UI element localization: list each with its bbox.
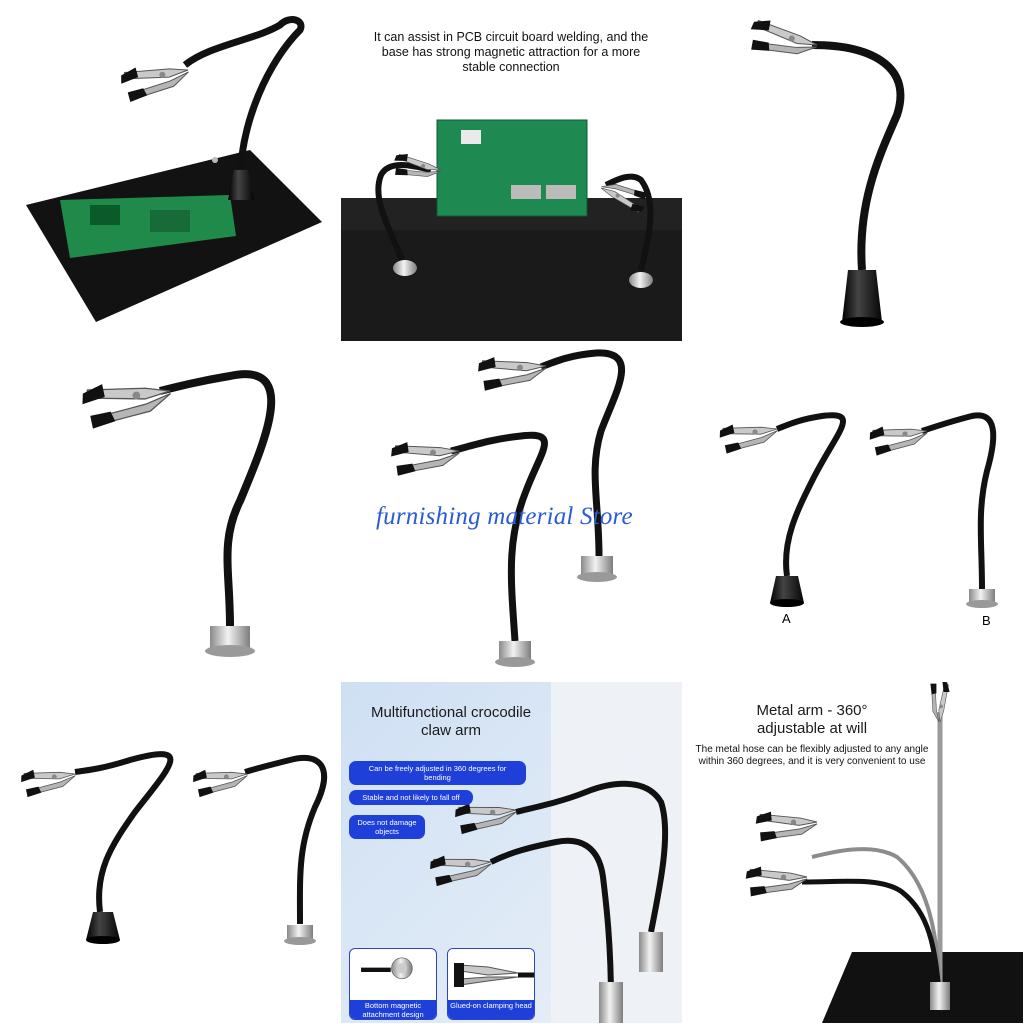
product-image-two-arms-magnetic: [341, 341, 682, 682]
thumb-clamp-head-caption: Glued-on clamping head: [448, 1000, 534, 1019]
variant-b-label: B: [982, 613, 991, 628]
feature-panel-title: Multifunctional crocodile claw arm: [370, 704, 532, 739]
product-image-arm-cone-base: [682, 0, 1023, 341]
feature-badge-360: Can be freely adjusted in 360 degrees fo…: [349, 761, 526, 785]
product-image-variants-ab: A B: [682, 341, 1023, 682]
pcb-caption-text: It can assist in PCB circuit board weldi…: [373, 30, 649, 74]
product-image-two-arms-mixed: [0, 682, 341, 1023]
product-image-plate-with-pcb: [0, 0, 341, 341]
feature-badge-stable: Stable and not likely to fall off: [349, 790, 473, 805]
metal-arm-title: Metal arm - 360° adjustable at will: [756, 702, 868, 737]
variant-a-label: A: [782, 611, 791, 626]
thumb-magnetic-base: Bottom magnetic attachment design: [349, 948, 437, 1020]
product-image-arm-magnetic-base: [0, 341, 341, 682]
product-image-pcb-caption: It can assist in PCB circuit board weldi…: [341, 0, 682, 341]
thumb-magnetic-base-caption: Bottom magnetic attachment design: [350, 1000, 436, 1019]
feature-badge-no-damage: Does not damage objects: [349, 815, 425, 839]
metal-arm-description: The metal hose can be flexibly adjusted …: [695, 744, 929, 767]
thumb-clamp-head: Glued-on clamping head: [447, 948, 535, 1020]
feature-panel: Multifunctional crocodile claw arm Can b…: [341, 682, 682, 1023]
metal-arm-panel: Metal arm - 360° adjustable at will The …: [682, 682, 1023, 1023]
store-watermark: furnishing material Store: [376, 503, 633, 530]
